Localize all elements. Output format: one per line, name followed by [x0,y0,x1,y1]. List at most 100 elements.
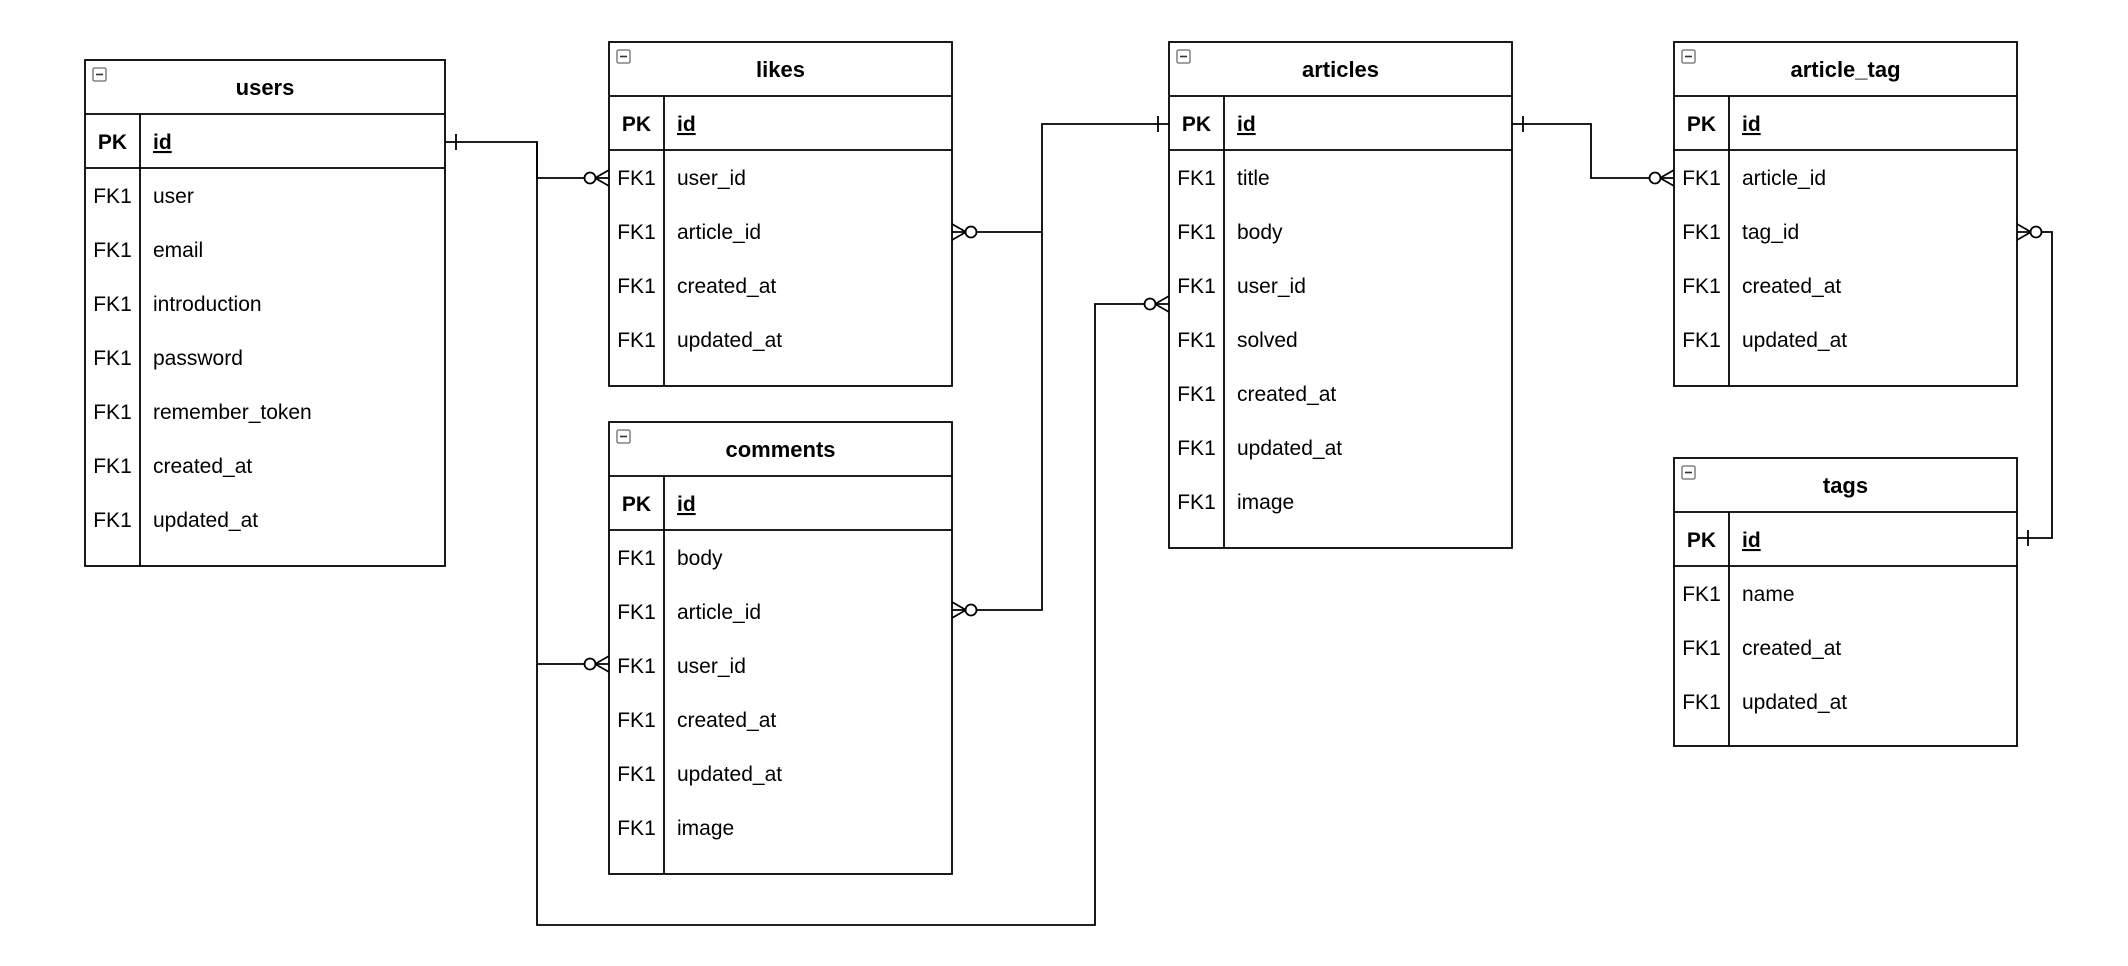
field-name: name [1742,583,1795,606]
field-name: body [677,547,723,570]
entity-box [608,41,953,387]
entity-title: likes [756,57,805,82]
zero-or-many-marker [951,223,978,241]
field-name: image [677,817,734,840]
pk-label: PK [1687,529,1716,552]
field-row[interactable]: FK1 created_at [1177,383,1336,406]
fk-label: FK1 [93,185,132,208]
collapse-icon[interactable] [92,67,107,82]
fk-label: FK1 [1177,383,1216,406]
fk-label: FK1 [617,655,656,678]
field-name: created_at [1742,275,1841,298]
field-name: article_id [1742,167,1826,190]
field-row[interactable]: FK1 created_at [1682,637,1841,660]
field-name: article_id [677,221,761,244]
fk-label: FK1 [1177,437,1216,460]
fk-label: FK1 [1682,691,1721,714]
field-row[interactable]: FK1 created_at [93,455,252,478]
pk-label: PK [1687,113,1716,136]
field-name: remember_token [153,401,312,424]
fk-label: FK1 [617,547,656,570]
field-name: created_at [1237,383,1336,406]
pk-label: PK [622,493,651,516]
fk-label: FK1 [1177,329,1216,352]
field-name: created_at [677,709,776,732]
fk-label: FK1 [617,275,656,298]
field-row[interactable]: FK1 created_at [617,275,776,298]
rel-users-articles [536,303,1169,926]
entity-box [84,59,446,567]
collapse-icon[interactable] [1176,49,1191,64]
fk-label: FK1 [1682,637,1721,660]
fk-label: FK1 [93,347,132,370]
pk-field-name: id [677,493,696,516]
field-row[interactable]: FK1 created_at [1682,275,1841,298]
fk-label: FK1 [617,329,656,352]
field-row[interactable]: FK1 updated_at [1682,691,1847,714]
field-row[interactable]: FK1 body [617,547,723,570]
entity-title: tags [1823,473,1868,498]
field-row[interactable]: FK1 article_id [1682,167,1826,190]
field-name: body [1237,221,1283,244]
field-name: email [153,239,203,262]
field-name: created_at [1742,637,1841,660]
fk-label: FK1 [93,455,132,478]
entity-title: articles [1302,57,1379,82]
field-name: article_id [677,601,761,624]
collapse-icon[interactable] [616,49,631,64]
entity-box [1673,457,2018,747]
collapse-icon[interactable] [1681,465,1696,480]
entity-title: article_tag [1790,57,1900,82]
pk-label: PK [1182,113,1211,136]
collapse-icon[interactable] [1681,49,1696,64]
field-name: updated_at [1742,329,1847,352]
fk-label: FK1 [1177,167,1216,190]
field-name: created_at [677,275,776,298]
collapse-icon[interactable] [616,429,631,444]
pk-field-name: id [677,113,696,136]
fk-label: FK1 [1177,221,1216,244]
field-row[interactable]: FK1 user [93,185,194,208]
entity-box [608,421,953,875]
field-name: user [153,185,194,208]
fk-label: FK1 [1682,275,1721,298]
rel-articles-tag [1512,123,1674,179]
fk-label: FK1 [1177,275,1216,298]
field-row[interactable]: FK1 solved [1177,329,1297,352]
rel-users-comments [536,142,609,665]
field-name: solved [1237,329,1298,352]
field-row[interactable]: FK1 body [1177,221,1283,244]
zero-or-many-marker [583,655,610,673]
field-name: updated_at [1742,691,1847,714]
field-name: created_at [153,455,252,478]
fk-label: FK1 [1682,167,1721,190]
pk-field-name: id [1742,529,1761,552]
